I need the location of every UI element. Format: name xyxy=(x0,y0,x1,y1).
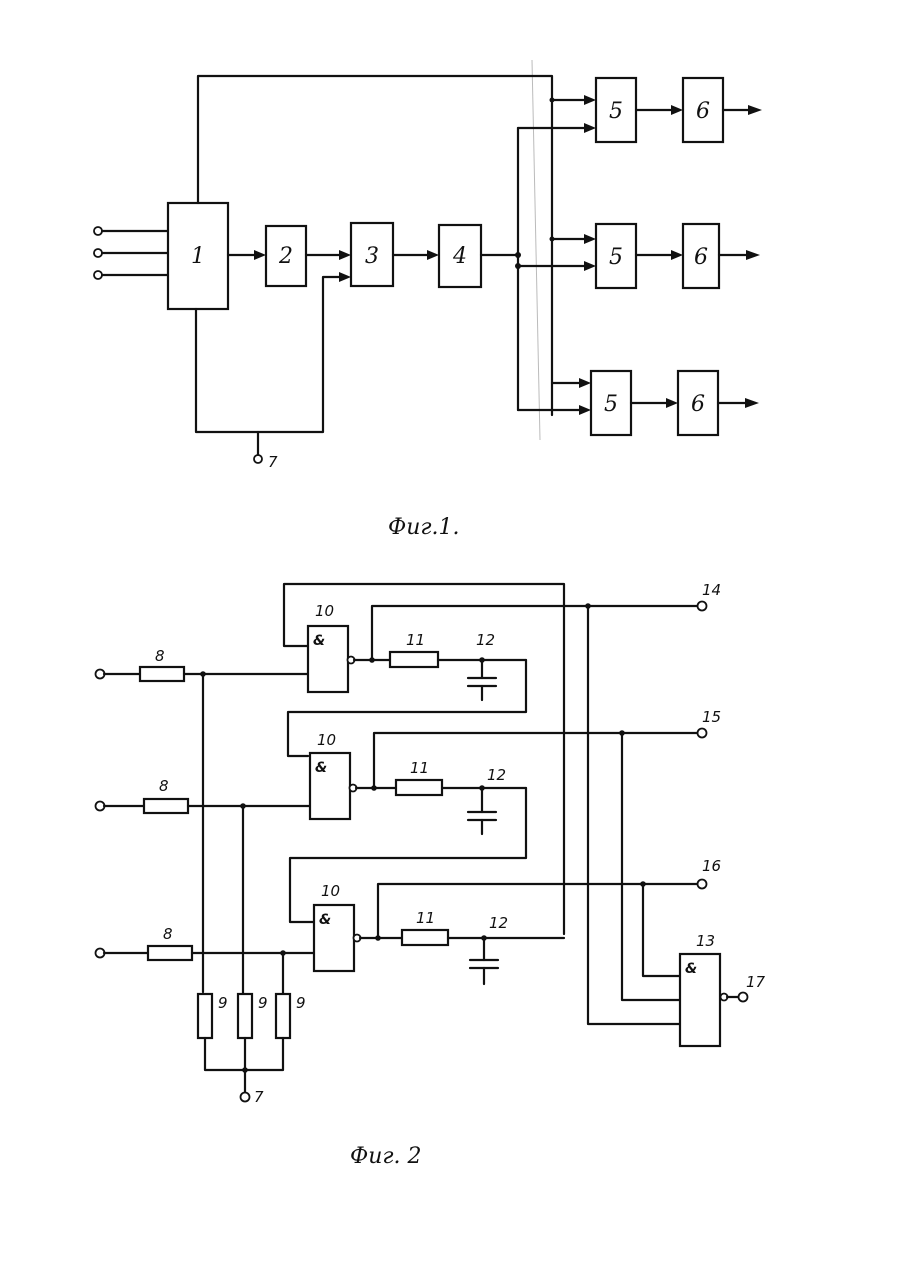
capacitor-12-top-label: 12 xyxy=(476,631,495,649)
gate-10-bottom-and: & xyxy=(319,912,331,928)
block-5-middle-label: 5 xyxy=(609,245,623,270)
gate-13-label: 13 xyxy=(696,932,715,950)
resistor-8-bottom-label: 8 xyxy=(163,925,173,943)
gate-10-bottom-label: 10 xyxy=(321,882,340,900)
block-3-label: 3 xyxy=(365,244,379,269)
resistor-9-middle-label: 9 xyxy=(258,994,268,1012)
capacitor-12-middle-label: 12 xyxy=(487,766,506,784)
resistor-9-left-label: 9 xyxy=(218,994,228,1012)
resistor-8-middle-label: 8 xyxy=(159,777,169,795)
block-5-bottom-label: 5 xyxy=(604,392,618,417)
resistor-9-right xyxy=(276,994,290,1038)
resistor-11-bottom xyxy=(402,930,448,945)
figure-1-caption: Фиг.1. xyxy=(388,515,460,540)
gate-10-top-and: & xyxy=(313,633,325,649)
gate-13-and: & xyxy=(685,961,697,977)
block1-inputs xyxy=(94,227,168,279)
terminal-17-label: 17 xyxy=(746,973,766,991)
resistor-9-middle xyxy=(238,994,252,1038)
block-6-top-label: 6 xyxy=(696,99,710,124)
resistor-8-bottom xyxy=(148,946,192,960)
resistor-8-top-label: 8 xyxy=(155,647,165,665)
block-6-middle-label: 6 xyxy=(694,245,708,270)
block-4-label: 4 xyxy=(452,244,467,269)
gate-10-middle-and: & xyxy=(315,760,327,776)
terminal-15-label: 15 xyxy=(702,708,721,726)
resistor-9-right-label: 9 xyxy=(296,994,306,1012)
resistor-11-top-label: 11 xyxy=(406,631,425,649)
block-1-label: 1 xyxy=(191,244,205,269)
capacitor-12-bottom-label: 12 xyxy=(489,914,508,932)
terminal-14-label: 14 xyxy=(702,581,721,599)
resistor-11-top xyxy=(390,652,438,667)
block-6-bottom-label: 6 xyxy=(691,392,705,417)
terminal-16-label: 16 xyxy=(702,857,721,875)
block-5-top-label: 5 xyxy=(609,99,623,124)
resistor-8-top xyxy=(140,667,184,681)
gate-10-middle-label: 10 xyxy=(317,731,336,749)
resistor-11-middle xyxy=(396,780,442,795)
resistor-9-left xyxy=(198,994,212,1038)
resistor-8-middle xyxy=(144,799,188,813)
figure-1: 1 2 3 7 4 xyxy=(94,60,762,540)
terminal-7-label: 7 xyxy=(268,453,278,471)
resistor-11-bottom-label: 11 xyxy=(416,909,435,927)
block-2-label: 2 xyxy=(278,244,293,269)
gate-10-top-label: 10 xyxy=(315,602,334,620)
resistor-11-middle-label: 11 xyxy=(410,759,429,777)
figure-2: 8 & 10 11 12 14 8 & 10 xyxy=(96,581,766,1169)
scan-artifact-line xyxy=(532,60,540,440)
figure-2-caption: Фиг. 2 xyxy=(350,1144,422,1169)
terminal-7-fig2-label: 7 xyxy=(254,1088,264,1106)
